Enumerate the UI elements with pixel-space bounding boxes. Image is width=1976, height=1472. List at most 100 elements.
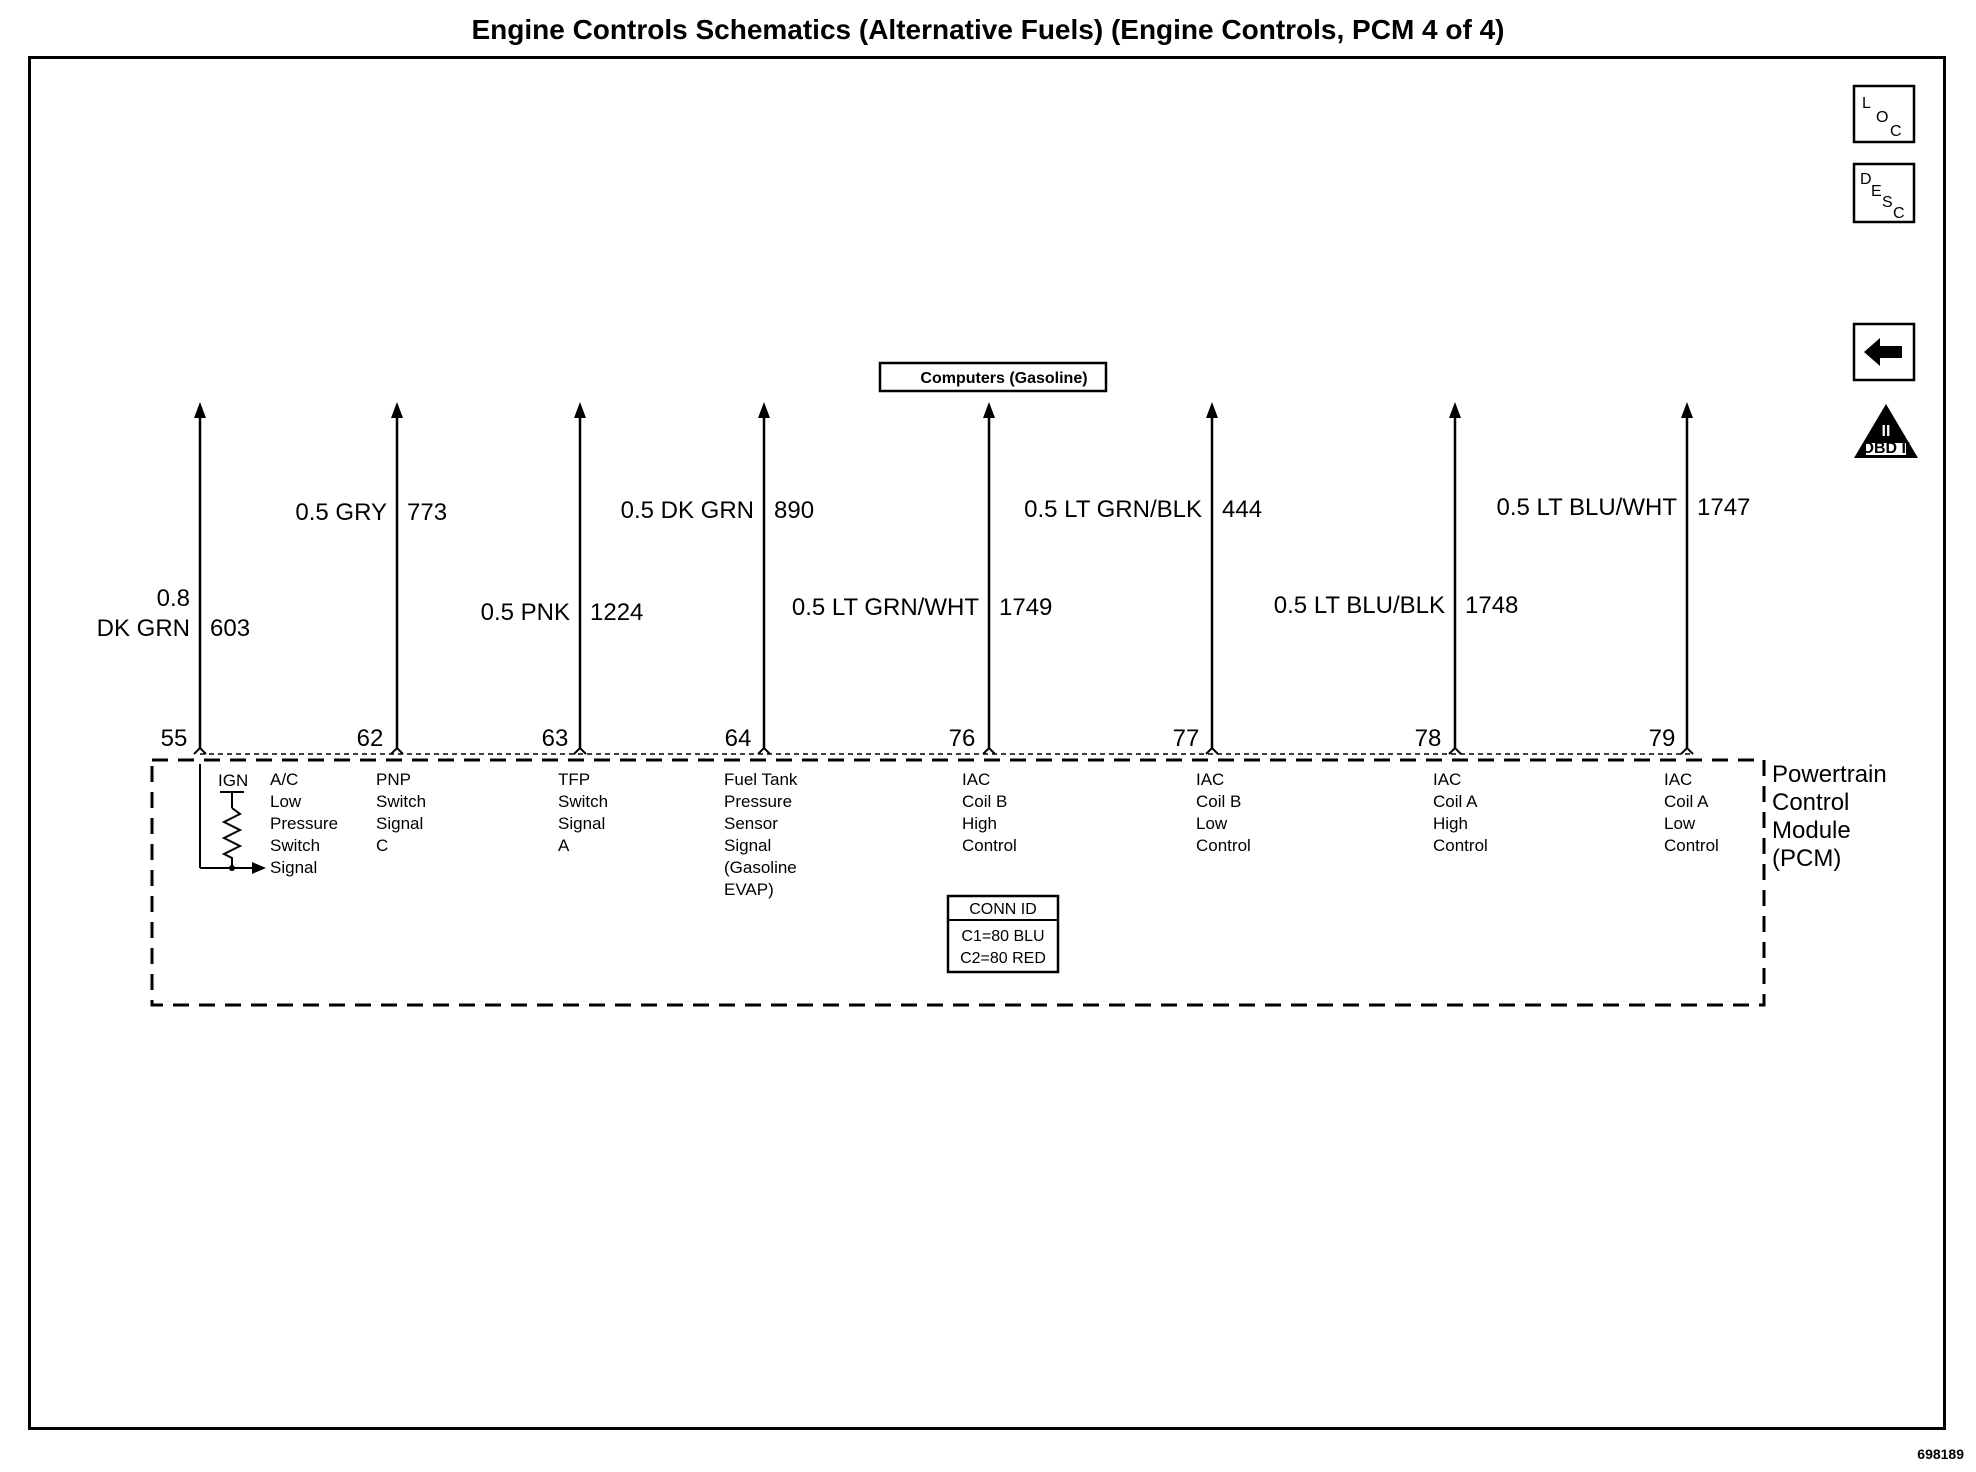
loc-icon-letter: L — [1862, 95, 1871, 112]
pin-function-label: Coil A — [1433, 792, 1478, 811]
pin-function-label: Control — [1664, 836, 1719, 855]
wire-arrow-76 — [983, 402, 995, 418]
wire-arrow-78 — [1449, 402, 1461, 418]
circuit-number: 1748 — [1465, 592, 1518, 619]
pin-function-label: Pressure — [724, 792, 792, 811]
pin-number: 64 — [725, 725, 752, 752]
module-label: Powertrain — [1772, 761, 1887, 788]
wire-arrow-79 — [1681, 402, 1693, 418]
desc-icon[interactable] — [1852, 162, 1916, 224]
pin-function-label: Low — [1196, 814, 1228, 833]
pullup-resistor-icon — [221, 807, 243, 868]
connector-terminal-76 — [982, 746, 996, 755]
pin-function-label: Low — [1664, 814, 1696, 833]
pin-function-label: PNP — [376, 770, 411, 789]
wire-color-label: 0.5 LT GRN/WHT — [792, 594, 979, 621]
circuit-number: 1749 — [999, 594, 1052, 621]
connector-terminal-77 — [1205, 746, 1219, 755]
pin-number: 76 — [949, 725, 976, 752]
module-label: Control — [1772, 789, 1849, 816]
connector-terminal-55 — [193, 746, 207, 755]
obd-ii-icon-numeral: II — [1882, 423, 1891, 440]
pin-function-label: Control — [962, 836, 1017, 855]
back-arrow-glyph-icon — [1864, 338, 1902, 366]
reference-box-label: Computers (Gasoline) — [920, 370, 1087, 387]
pin-number: 62 — [357, 725, 384, 752]
pin-function-label: Coil B — [1196, 792, 1241, 811]
circuit-number: 890 — [774, 497, 814, 524]
connector-terminal-64 — [757, 746, 771, 755]
conn-id-row: C1=80 BLU — [961, 928, 1044, 945]
pin-number: 63 — [542, 725, 569, 752]
wire-color-label: 0.8 — [157, 585, 190, 612]
schematic-frame — [28, 56, 1946, 1430]
connector-terminal-63 — [573, 746, 587, 755]
circuit-number: 1747 — [1697, 494, 1750, 521]
connector-terminal-79 — [1680, 746, 1694, 755]
wire-color-label: 0.5 GRY — [295, 499, 387, 526]
desc-icon-letter: C — [1893, 205, 1905, 222]
circuit-number: 444 — [1222, 496, 1262, 523]
pin-function-label: IAC — [1433, 770, 1461, 789]
wire-color-label: 0.5 LT BLU/WHT — [1497, 494, 1678, 521]
module-label: Module — [1772, 817, 1851, 844]
obd-ii-icon-plate — [1866, 443, 1906, 455]
pin-function-label: (Gasoline — [724, 858, 797, 877]
module-label: (PCM) — [1772, 845, 1841, 872]
wire-color-label: 0.5 DK GRN — [621, 497, 754, 524]
signal-arrow-icon — [252, 862, 266, 874]
pin-function-label: Signal — [270, 858, 317, 877]
desc-icon-letter: E — [1871, 183, 1882, 200]
conn-id-row: C2=80 RED — [960, 950, 1046, 967]
pin-function-label: Coil A — [1664, 792, 1709, 811]
pin-function-label: A — [558, 836, 570, 855]
image-id: 698189 — [1917, 1446, 1964, 1462]
pin-number: 78 — [1415, 725, 1442, 752]
wire-arrow-62 — [391, 402, 403, 418]
loc-icon[interactable] — [1852, 84, 1916, 144]
wire-color-label: 0.5 LT GRN/BLK — [1024, 496, 1202, 523]
pin-function-label: Pressure — [270, 814, 338, 833]
pin-function-label: EVAP) — [724, 880, 774, 899]
pin-function-label: Control — [1196, 836, 1251, 855]
pin-function-label: High — [1433, 814, 1468, 833]
junction-dot — [229, 865, 235, 871]
wire-arrow-63 — [574, 402, 586, 418]
obd-ii-icon-label: OBD II — [1862, 440, 1911, 457]
connector-terminal-78 — [1448, 746, 1462, 755]
pcm-module-box — [150, 758, 1766, 1007]
pin-function-label: Fuel Tank — [724, 770, 798, 789]
wire-arrow-64 — [758, 402, 770, 418]
circuit-number: 1224 — [590, 599, 643, 626]
circuit-number: 773 — [407, 499, 447, 526]
pin-function-label: Switch — [376, 792, 426, 811]
conn-id-box — [946, 894, 1060, 974]
ign-label: IGN — [218, 771, 248, 790]
pin-function-label: IAC — [1664, 770, 1692, 789]
pin-function-label: Control — [1433, 836, 1488, 855]
pin-function-label: Low — [270, 792, 302, 811]
pin-function-label: A/C — [270, 770, 298, 789]
loc-icon-letter: C — [1890, 123, 1902, 140]
desc-icon-letter: S — [1882, 194, 1893, 211]
desc-icon-letter: D — [1860, 171, 1872, 188]
pin-function-label: C — [376, 836, 388, 855]
wire-arrow-55 — [194, 402, 206, 418]
connector-terminal-62 — [390, 746, 404, 755]
reference-box[interactable] — [878, 361, 1108, 393]
wire-color-label: DK GRN — [97, 615, 190, 642]
wire-arrow-77 — [1206, 402, 1218, 418]
wire-color-label: 0.5 PNK — [481, 599, 570, 626]
pin-function-label: Signal — [558, 814, 605, 833]
pin-function-label: High — [962, 814, 997, 833]
circuit-number: 603 — [210, 615, 250, 642]
loc-icon-letter: O — [1876, 109, 1888, 126]
pin-number: 77 — [1173, 725, 1200, 752]
pin-function-label: Coil B — [962, 792, 1007, 811]
pin-function-label: IAC — [1196, 770, 1224, 789]
pin-function-label: TFP — [558, 770, 590, 789]
pin-number: 55 — [161, 725, 188, 752]
pin-function-label: Sensor — [724, 814, 778, 833]
page-title: Engine Controls Schematics (Alternative … — [471, 14, 1505, 45]
